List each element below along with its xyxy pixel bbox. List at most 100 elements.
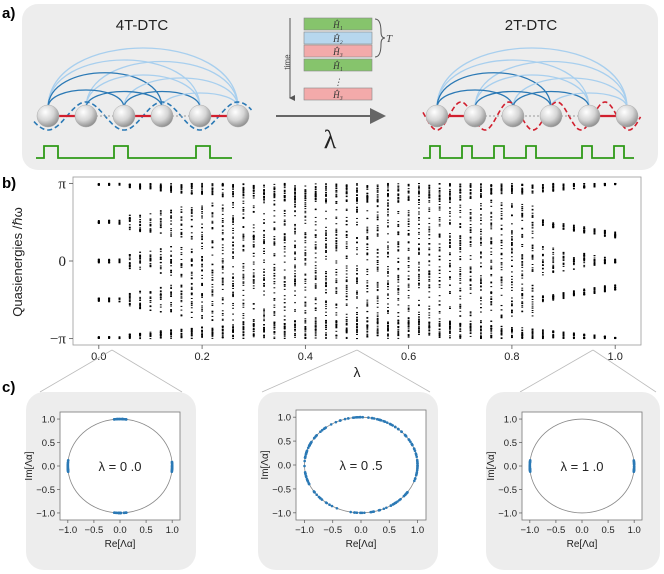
quasienergy-point — [118, 184, 121, 186]
quasienergy-point — [449, 326, 451, 328]
quasienergy-point — [139, 188, 142, 190]
quasienergy-point — [521, 293, 524, 295]
quasienergy-point — [294, 185, 296, 187]
quasienergy-point — [263, 222, 265, 224]
quasienergy-point — [232, 218, 234, 220]
quasienergy-point — [97, 183, 100, 185]
quasienergy-point — [407, 215, 410, 217]
quasienergy-point — [335, 307, 338, 309]
quasienergy-point — [159, 311, 162, 313]
quasienergy-point — [263, 268, 265, 270]
quasienergy-point — [190, 327, 193, 329]
quasienergy-point — [449, 190, 451, 192]
quasienergy-point — [490, 334, 493, 336]
quasienergy-point — [263, 202, 265, 204]
quasienergy-point — [603, 336, 606, 338]
quasienergy-point — [242, 289, 245, 291]
quasienergy-point — [159, 183, 162, 185]
quasienergy-point — [407, 323, 410, 325]
quasienergy-point — [314, 195, 317, 197]
quasienergy-point — [221, 233, 224, 235]
quasienergy-point — [562, 294, 565, 296]
quasienergy-point — [335, 290, 338, 292]
quasienergy-point — [304, 321, 307, 323]
quasienergy-point — [387, 208, 389, 210]
quasienergy-point — [170, 291, 173, 293]
quasienergy-point — [397, 322, 400, 324]
quasienergy-point — [469, 184, 472, 186]
quasienergy-point — [438, 320, 441, 322]
quasienergy-point — [603, 258, 606, 260]
quasienergy-point — [387, 222, 389, 224]
quasienergy-point — [232, 217, 234, 219]
quasienergy-point — [366, 331, 369, 333]
quasienergy-point — [449, 292, 451, 294]
quasienergy-point — [345, 295, 348, 297]
quasienergy-point — [387, 275, 389, 277]
quasienergy-point — [149, 220, 152, 222]
quasienergy-point — [480, 196, 482, 198]
quasienergy-point — [562, 263, 565, 265]
quasienergy-point — [314, 298, 317, 300]
quasienergy-point — [356, 207, 358, 209]
quasienergy-point — [572, 185, 575, 187]
quasienergy-point — [480, 279, 482, 281]
quasienergy-point — [366, 324, 369, 326]
quasienergy-point — [242, 324, 245, 326]
quasienergy-point — [139, 223, 142, 225]
quasienergy-point — [428, 280, 431, 282]
quasienergy-point — [376, 316, 379, 318]
quasienergy-point — [428, 200, 431, 202]
quasienergy-point — [418, 186, 420, 188]
quasienergy-point — [263, 236, 265, 238]
quasienergy-point — [449, 200, 451, 202]
quasienergy-point — [128, 216, 131, 218]
eigenvalue-point — [113, 511, 117, 515]
quasienergy-point — [531, 247, 534, 249]
quasienergy-point — [345, 190, 348, 192]
quasienergy-point — [449, 325, 451, 327]
quasienergy-point — [221, 232, 224, 234]
quasienergy-point — [376, 270, 379, 272]
inset-y-tick-label: 0.0 — [42, 462, 55, 473]
eigenvalue-point — [378, 418, 382, 422]
quasienergy-point — [572, 182, 575, 184]
quasienergy-point — [407, 218, 410, 220]
quasienergy-point — [190, 278, 193, 280]
eigenvalue-point — [414, 453, 418, 457]
quasienergy-point — [314, 186, 317, 188]
quasienergy-point — [345, 284, 348, 286]
quasienergy-point — [252, 333, 255, 335]
quasienergy-point — [345, 185, 348, 187]
quasienergy-point — [428, 271, 431, 273]
quasienergy-point — [583, 185, 586, 187]
quasienergy-point — [232, 193, 234, 195]
quasienergy-point — [221, 188, 224, 190]
quasienergy-point — [397, 242, 400, 244]
quasienergy-point — [418, 279, 420, 281]
quasienergy-point — [263, 198, 265, 200]
quasienergy-point — [490, 275, 493, 277]
quasienergy-point — [252, 239, 255, 241]
quasienergy-point — [159, 232, 162, 234]
quasienergy-point — [108, 184, 111, 186]
quasienergy-point — [294, 194, 296, 196]
quasienergy-point — [273, 244, 276, 246]
quasienergy-point — [263, 184, 265, 186]
inset-x-tick-label: −1.0 — [58, 525, 77, 536]
quasienergy-point — [541, 299, 544, 301]
quasienergy-point — [242, 265, 245, 267]
quasienergy-point — [387, 203, 389, 205]
quasienergy-point — [366, 304, 369, 306]
quasienergy-point — [294, 276, 296, 278]
quasienergy-point — [438, 272, 441, 274]
quasienergy-point — [562, 293, 565, 295]
quasienergy-point — [335, 303, 338, 305]
quasienergy-point — [314, 275, 317, 277]
quasienergy-point — [190, 311, 193, 313]
quasienergy-point — [459, 251, 462, 253]
quasienergy-point — [335, 231, 338, 233]
quasienergy-point — [252, 282, 255, 284]
quasienergy-point — [480, 184, 482, 186]
quasienergy-point — [531, 245, 534, 247]
